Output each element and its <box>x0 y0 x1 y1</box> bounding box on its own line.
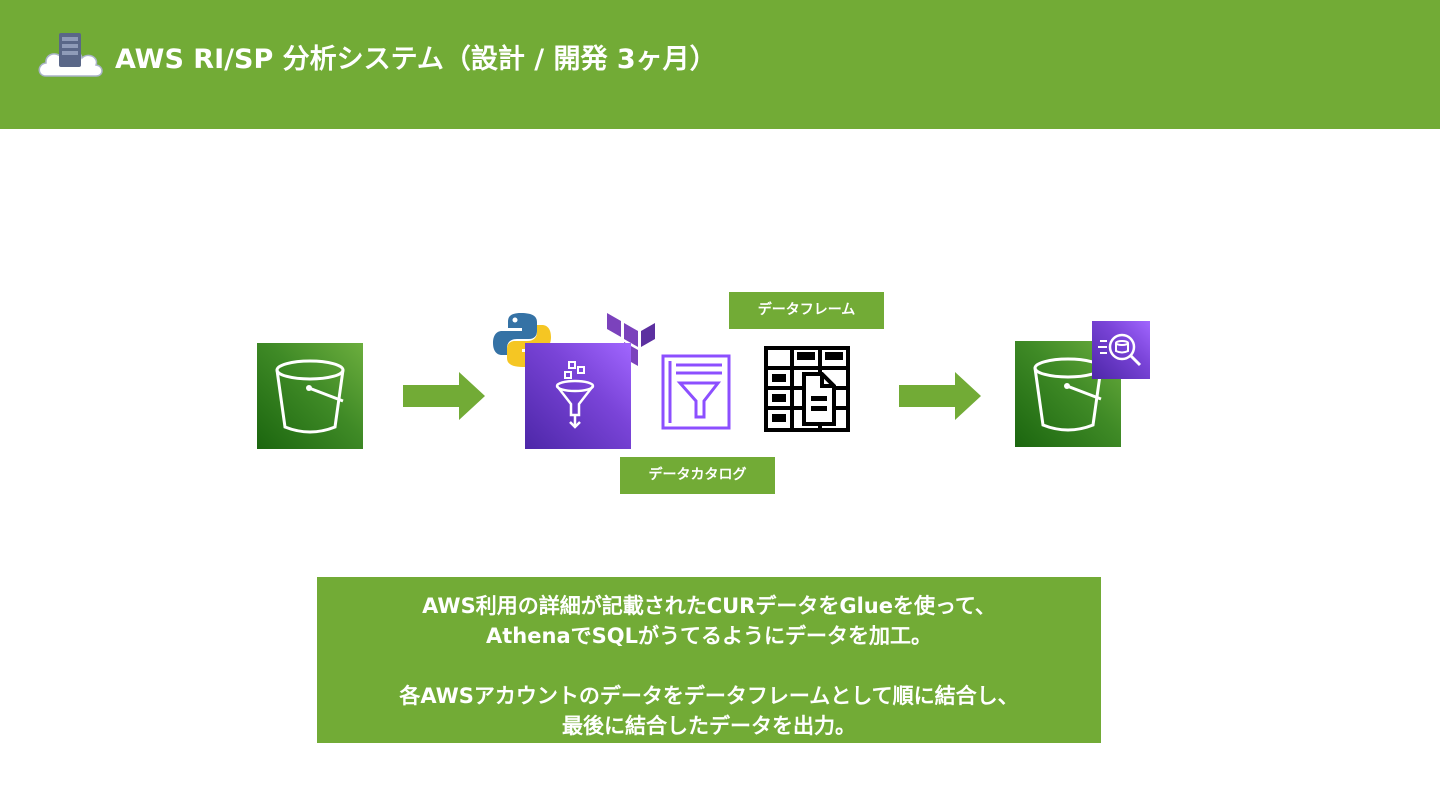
description-line-2: AthenaでSQLがうてるようにデータを加工。 <box>486 624 932 648</box>
description-line-3: 各AWSアカウントのデータをデータフレームとして順に結合し、 <box>399 684 1019 708</box>
athena-icon <box>1098 333 1142 367</box>
dataframe-icon <box>764 346 850 432</box>
athena-badge <box>1092 321 1150 379</box>
page-title: AWS RI/SP 分析システム（設計 / 開発 3ヶ月） <box>115 44 717 75</box>
flow-arrow-2 <box>899 372 981 420</box>
description-box: AWS利用の詳細が記載されたCURデータをGlueを使って、 AthenaでSQ… <box>317 577 1101 743</box>
header-bar: AWS RI/SP 分析システム（設計 / 開発 3ヶ月） <box>0 0 1440 129</box>
s3-bucket-icon <box>275 359 345 434</box>
source-s3-bucket <box>257 343 363 449</box>
dataframe-label: データフレーム <box>729 292 884 329</box>
data-catalog-label: データカタログ <box>620 457 775 494</box>
cloud-server-icon <box>38 33 103 77</box>
glue-icon <box>555 361 595 429</box>
description-line-4: 最後に結合したデータを出力。 <box>562 714 856 738</box>
data-catalog-icon <box>661 354 731 430</box>
flow-arrow-1 <box>403 372 485 420</box>
glue-service-tile <box>525 343 631 449</box>
description-line-1: AWS利用の詳細が記載されたCURデータをGlueを使って、 <box>422 594 996 618</box>
